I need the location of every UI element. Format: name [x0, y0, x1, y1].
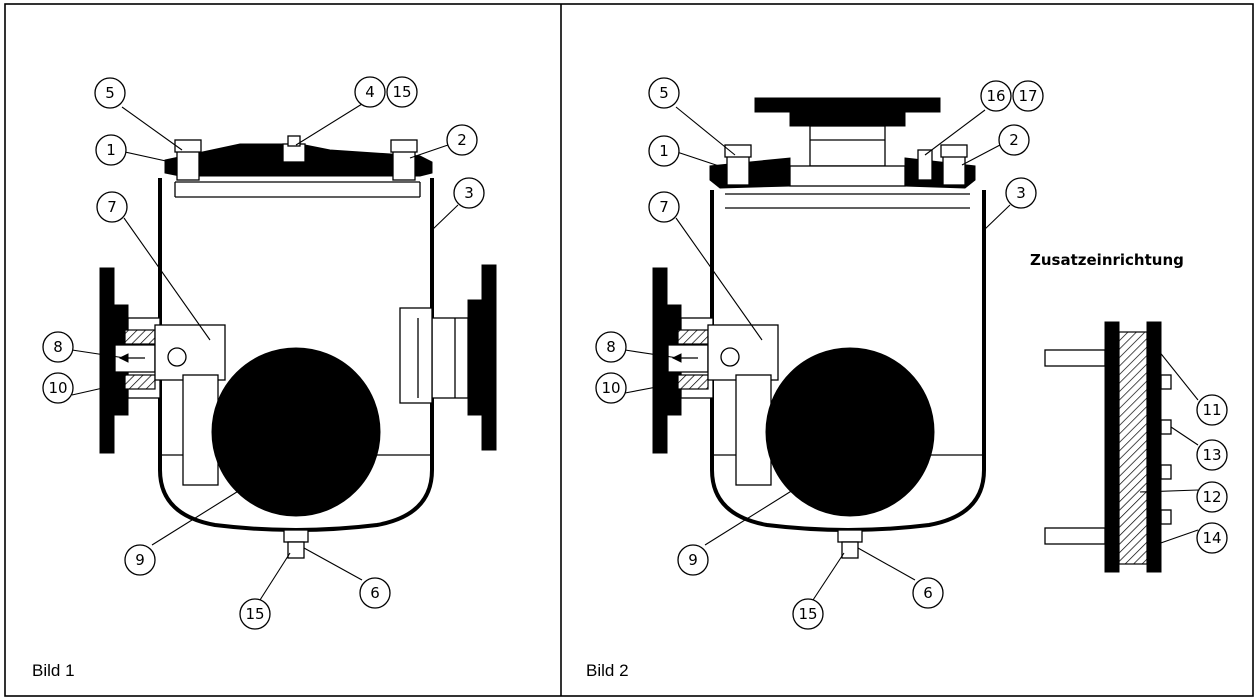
drain-plug — [283, 529, 309, 543]
svg-text:7: 7 — [659, 198, 669, 216]
svg-text:15: 15 — [245, 605, 264, 623]
callout-6: 6 — [359, 577, 391, 609]
callout-8-b: 8 — [595, 331, 627, 363]
callout-10-b: 10 — [595, 372, 627, 404]
callout-9-b: 9 — [677, 544, 709, 576]
callout-6-b: 6 — [912, 577, 944, 609]
float-ball — [211, 347, 381, 517]
callout-5: 5 — [94, 77, 126, 109]
caption-bild-2: Bild 2 — [586, 661, 629, 680]
svg-text:5: 5 — [659, 84, 669, 102]
svg-text:16: 16 — [986, 87, 1005, 105]
callout-16: 16 — [980, 80, 1012, 112]
svg-text:9: 9 — [135, 551, 145, 569]
svg-text:4: 4 — [365, 83, 375, 101]
svg-text:13: 13 — [1202, 446, 1221, 464]
svg-text:14: 14 — [1202, 529, 1221, 547]
svg-text:5: 5 — [105, 84, 115, 102]
svg-text:6: 6 — [923, 584, 933, 602]
bolt-left-head — [174, 139, 202, 153]
bolt-right-head — [390, 139, 418, 153]
svg-text:7: 7 — [107, 198, 117, 216]
callout-13: 13 — [1196, 439, 1228, 471]
svg-text:15: 15 — [798, 605, 817, 623]
svg-text:11: 11 — [1202, 401, 1221, 419]
callout-10: 10 — [42, 372, 74, 404]
callout-2-b: 2 — [998, 124, 1030, 156]
svg-text:3: 3 — [1016, 184, 1026, 202]
svg-text:12: 12 — [1202, 488, 1221, 506]
callout-11: 11 — [1196, 394, 1228, 426]
callout-17: 17 — [1012, 80, 1044, 112]
float-ball-2 — [765, 347, 935, 517]
svg-text:1: 1 — [106, 141, 116, 159]
svg-text:10: 10 — [48, 379, 67, 397]
callout-3: 3 — [453, 177, 485, 209]
svg-text:1: 1 — [659, 142, 669, 160]
outer-frame — [4, 3, 1254, 697]
callout-15-top: 15 — [386, 76, 418, 108]
valve-body-2 — [707, 324, 779, 381]
callout-4: 4 — [354, 76, 386, 108]
svg-text:2: 2 — [1009, 131, 1019, 149]
figure-1: 5 1 4 15 2 3 7 8 10 9 15 6 Bild 1 — [32, 76, 497, 680]
callout-5-b: 5 — [648, 77, 680, 109]
callout-15-bottom: 15 — [239, 598, 271, 630]
svg-text:15: 15 — [392, 83, 411, 101]
callout-14: 14 — [1196, 522, 1228, 554]
figure-2: Zusatzeinrichtung 5 1 16 — [586, 77, 1228, 680]
callout-2: 2 — [446, 124, 478, 156]
callout-1-b: 1 — [648, 135, 680, 167]
callout-9: 9 — [124, 544, 156, 576]
callout-7: 7 — [96, 191, 128, 223]
svg-text:17: 17 — [1018, 87, 1037, 105]
svg-text:10: 10 — [601, 379, 620, 397]
extra-device — [1044, 321, 1172, 573]
callout-1: 1 — [95, 134, 127, 166]
bolt-left — [176, 149, 200, 181]
callout-8: 8 — [42, 331, 74, 363]
callout-12: 12 — [1196, 481, 1228, 513]
valve-body — [154, 324, 226, 381]
outlet-flange — [99, 267, 115, 454]
svg-text:3: 3 — [464, 184, 474, 202]
svg-text:2: 2 — [457, 131, 467, 149]
callout-7-b: 7 — [648, 191, 680, 223]
callout-15-b: 15 — [792, 598, 824, 630]
bolt-right — [392, 149, 416, 181]
callout-3-b: 3 — [1005, 177, 1037, 209]
svg-text:8: 8 — [53, 338, 63, 356]
caption-bild-1: Bild 1 — [32, 661, 75, 680]
svg-text:9: 9 — [688, 551, 698, 569]
extra-device-label: Zusatzeinrichtung — [1030, 251, 1184, 269]
svg-text:6: 6 — [370, 584, 380, 602]
vent-plug-cap — [287, 135, 301, 147]
vent-plug — [282, 143, 306, 163]
svg-text:8: 8 — [606, 338, 616, 356]
lid-2 — [709, 157, 791, 189]
